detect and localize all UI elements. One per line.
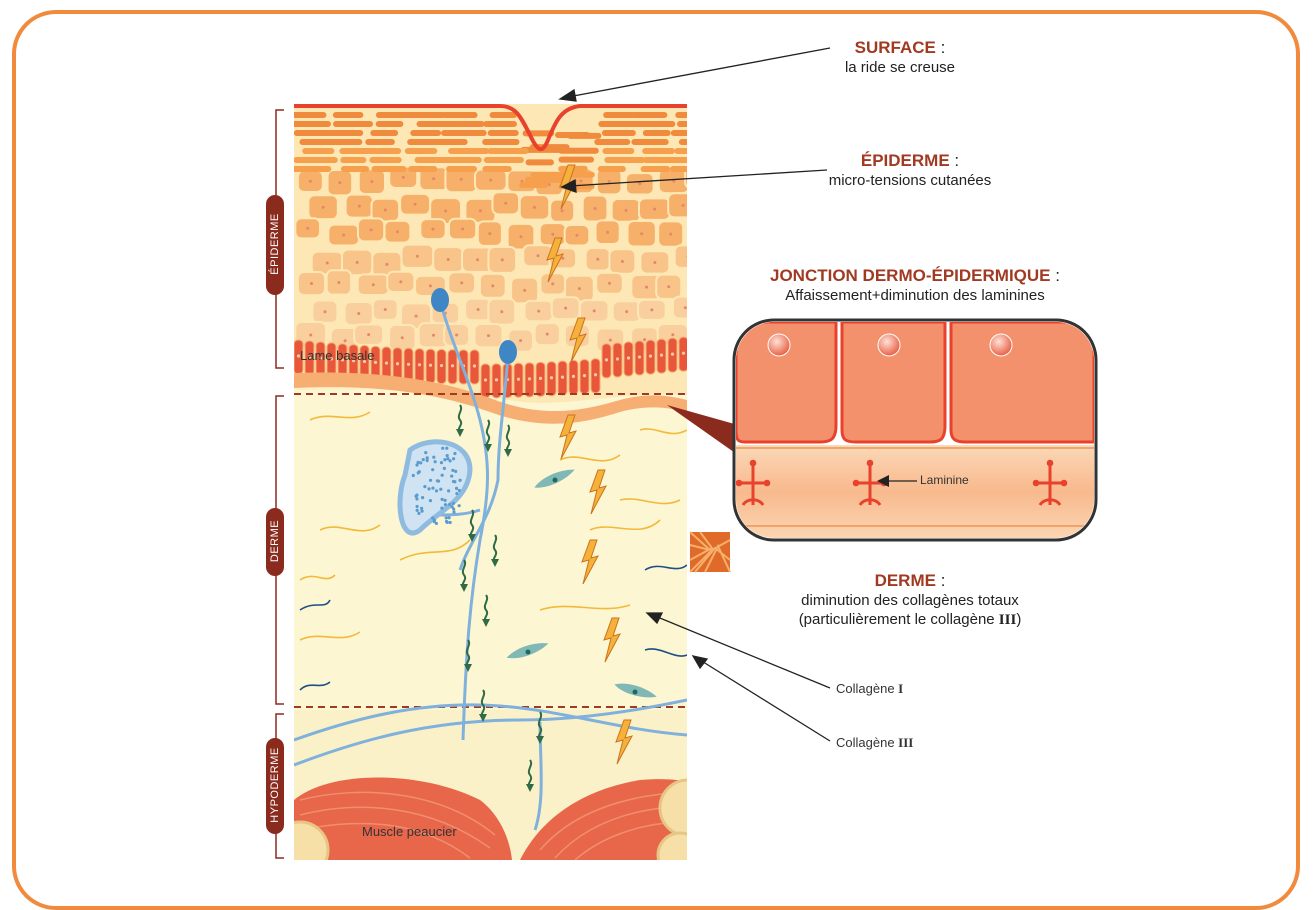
annotation-jonction: JONCTION DERMO-ÉPIDERMIQUE : Affaissemen…	[705, 266, 1125, 305]
derme-title: DERME	[875, 571, 936, 590]
label-muscle-peaucier: Muscle peaucier	[362, 824, 457, 839]
nerve-ending	[499, 340, 517, 364]
adipocyte	[660, 780, 716, 836]
epiderme-colon: :	[950, 151, 959, 170]
jonction-colon: :	[1051, 266, 1060, 285]
annotation-surface: SURFACE : la ride se creuse	[810, 38, 990, 77]
derme-layer	[294, 390, 687, 710]
tag-hypoderme: HYPODERME	[269, 737, 281, 833]
keratinocyte	[701, 301, 733, 326]
derme-colon: :	[936, 571, 945, 590]
label-laminine: Laminine	[920, 473, 969, 487]
jonction-title: JONCTION DERMO-ÉPIDERMIQUE	[770, 266, 1051, 285]
keratinocyte	[675, 245, 702, 268]
keratinocyte	[689, 222, 720, 246]
skin-block	[272, 104, 733, 878]
derme-text-line2: (particulièrement le collagène III)	[720, 610, 1100, 630]
label-collagene-3: Collagène III	[836, 735, 913, 751]
tag-epiderme: ÉPIDERME	[269, 194, 281, 294]
nerve-ending	[431, 288, 449, 312]
keratinocyte	[689, 325, 717, 350]
annotation-epiderme: ÉPIDERME : micro-tensions cutanées	[790, 151, 1030, 190]
tag-derme: DERME	[269, 507, 281, 575]
label-lame-basale: Lame basale	[300, 348, 374, 363]
skin-cross-section-diagram	[0, 0, 1314, 885]
zoom-inset-jonction	[734, 320, 1096, 540]
surface-text: la ride se creuse	[810, 58, 990, 77]
annotation-derme: DERME : diminution des collagènes totaux…	[720, 571, 1100, 630]
surface-title: SURFACE	[855, 38, 936, 57]
epiderme-text: micro-tensions cutanées	[790, 171, 1030, 190]
surface-colon: :	[936, 38, 945, 57]
keratinocyte	[703, 199, 729, 224]
epiderme-title: ÉPIDERME	[861, 151, 950, 170]
collagen-photo-swatch	[690, 532, 730, 572]
jonction-text: Affaissement+diminution des laminines	[705, 286, 1125, 305]
label-collagene-1: Collagène I	[836, 681, 903, 697]
derme-text-line1: diminution des collagènes totaux	[720, 591, 1100, 610]
